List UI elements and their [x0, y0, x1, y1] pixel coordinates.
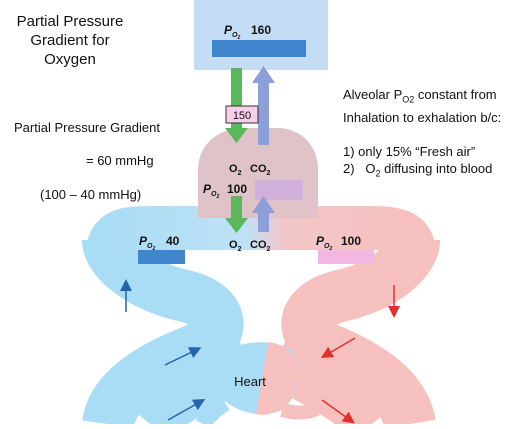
venous-po2-label: PO2	[139, 234, 155, 252]
o2-arrow-upper	[225, 68, 248, 143]
title-line-2: Gradient for	[30, 32, 110, 49]
o2-label-upper: O2	[229, 163, 242, 177]
note-item-2: 2) O2 diffusing into blood	[343, 160, 493, 179]
atmosphere-box	[194, 0, 328, 70]
title: Partial Pressure Gradient for Oxygen	[2, 12, 138, 69]
atmosphere-bar	[212, 40, 306, 57]
title-line-1: Partial Pressure	[16, 13, 124, 30]
arterial-bar	[318, 250, 374, 264]
atmosphere-po2-label: PO2	[224, 23, 240, 41]
co2-arrow-lower	[252, 196, 275, 232]
venous-po2-value: 40	[166, 234, 180, 248]
alveolus-po2-label: PO2	[203, 182, 219, 200]
o2-arrow-lower	[225, 196, 248, 233]
value-box-text: 150	[233, 110, 251, 122]
heart-label: Heart	[234, 374, 266, 389]
gradient-label: Partial Pressure Gradient	[14, 120, 160, 135]
venous-bar	[138, 250, 185, 264]
note-item-1: 1) only 15% “Fresh air”	[343, 143, 476, 159]
alveolus-po2-value: 100	[227, 182, 247, 196]
value-box	[225, 105, 259, 124]
flow-arrow-right-mid	[320, 337, 356, 359]
co2-label-lower: CO2	[250, 239, 271, 253]
gradient-calc: (100 – 40 mmHg)	[40, 187, 142, 202]
title-line-3: Oxygen	[44, 51, 96, 68]
o2-label-lower: O2	[229, 239, 242, 253]
vessel-loop	[82, 206, 440, 429]
gradient-value: = 60 mmHg	[86, 153, 154, 168]
co2-arrow-upper	[252, 66, 275, 145]
flow-arrow-left-lower	[167, 399, 206, 421]
co2-label-upper: CO2	[250, 163, 271, 177]
atmosphere-po2-value: 160	[251, 23, 271, 37]
flow-arrow-right-lower	[321, 399, 355, 424]
flow-arrow-left-mid	[164, 347, 202, 366]
arterial-po2-value: 100	[341, 234, 361, 248]
arterial-po2-label: PO2	[316, 234, 332, 252]
note-line-1: Alveolar PO2 constant from	[343, 87, 497, 105]
note: Alveolar PO2 constant from Inhalation to…	[343, 86, 501, 182]
alveolus-bar	[255, 180, 303, 200]
note-line-2: Inhalation to exhalation b/c:	[343, 109, 502, 125]
